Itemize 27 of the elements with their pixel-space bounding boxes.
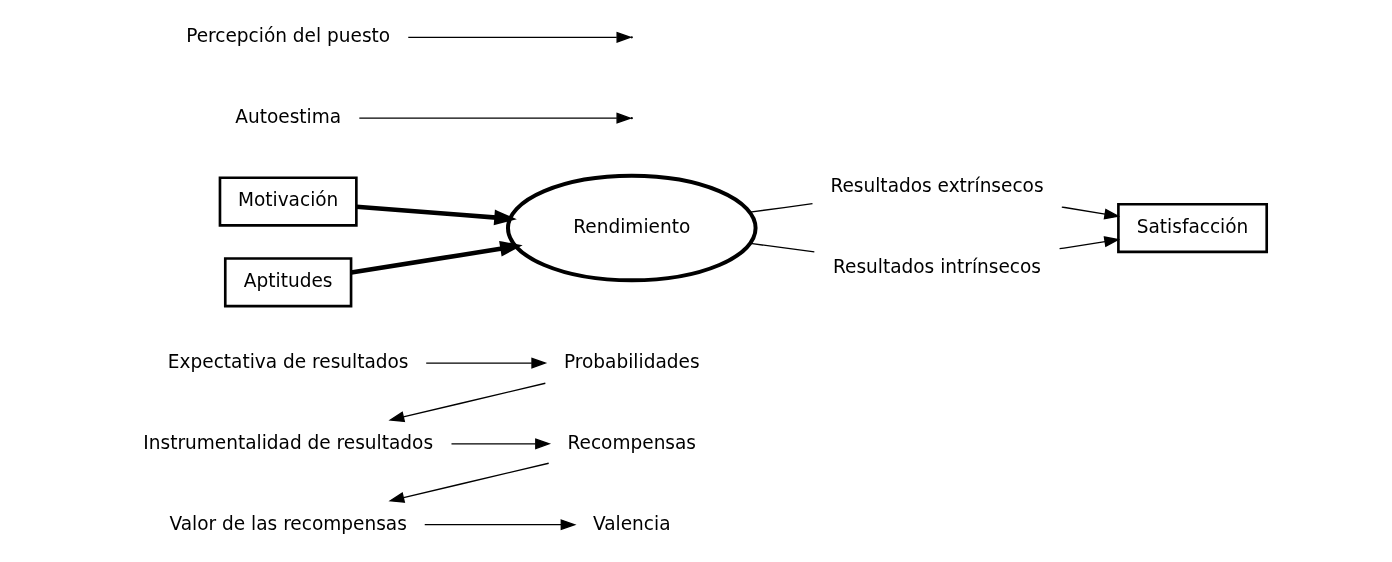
arrow (450, 438, 551, 450)
arrow (358, 112, 633, 124)
arrow (350, 240, 523, 275)
node-text: Valencia (593, 512, 671, 534)
arrow (1058, 236, 1121, 250)
node-ellipse: Rendimiento (506, 173, 758, 283)
connector (749, 203, 814, 213)
node-text: Valor de las recompensas (169, 512, 407, 534)
node-text: Resultados extrínsecos (830, 174, 1044, 196)
node-box: Motivación (218, 176, 358, 227)
node-text: Expectativa de resultados (167, 351, 409, 372)
arrow (424, 519, 577, 531)
node-box: Satisfacción (1117, 202, 1269, 254)
node-text: Probabilidades (564, 351, 700, 372)
arrow (1061, 206, 1121, 220)
node-text: Percepción del puesto (186, 25, 391, 47)
arrow (425, 357, 548, 369)
node-box: Aptitudes (223, 257, 353, 308)
node-text: Resultados intrínsecos (832, 255, 1041, 277)
node-text: Instrumentalidad de resultados (143, 431, 434, 453)
arrow (356, 204, 517, 226)
arrow (407, 31, 633, 43)
arrow (388, 382, 546, 423)
connector (749, 242, 815, 253)
node-text: Recompensas (567, 431, 697, 453)
node-text: Autoestima (235, 106, 342, 128)
arrow (388, 462, 550, 503)
